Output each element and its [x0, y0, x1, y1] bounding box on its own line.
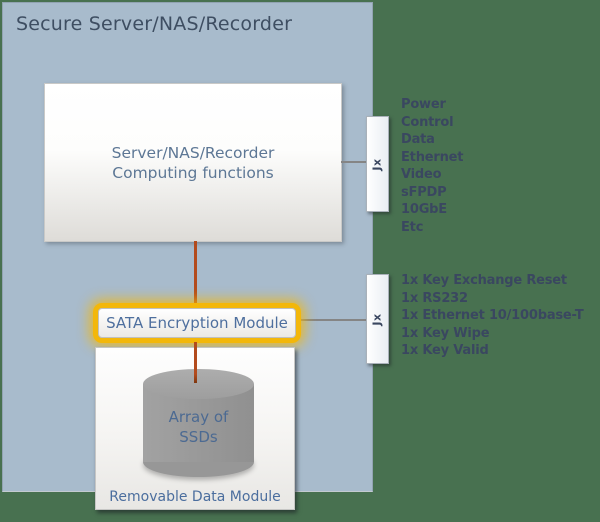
- interface-item: Ethernet: [401, 149, 464, 165]
- sata-encryption-module-label: SATA Encryption Module: [106, 314, 288, 332]
- jx-connector-top-label: Jx: [370, 157, 384, 171]
- interface-item: 1x Ethernet 10/100base-T: [401, 308, 584, 323]
- jx-connector-bottom: Jx: [366, 274, 389, 364]
- interface-item: Data: [401, 132, 435, 147]
- interfaces-top-list: Power Control Data Ethernet Video sFPDP …: [401, 96, 463, 236]
- interface-item: 1x Key Valid: [401, 343, 489, 358]
- diagram-title: Secure Server/NAS/Recorder: [16, 13, 293, 35]
- removable-data-module-label: Removable Data Module: [109, 489, 281, 505]
- computing-functions-box: Server/NAS/Recorder Computing functions: [44, 83, 342, 242]
- interface-item: Etc: [401, 219, 424, 235]
- interface-item: 1x Key Wipe: [401, 325, 490, 341]
- sata-data-line-upper: [194, 241, 197, 303]
- interface-item: Power: [401, 97, 446, 112]
- ssd-array-label: Array of SSDs: [168, 408, 229, 446]
- interface-item: Video: [401, 167, 442, 182]
- interface-item: sFPDP: [401, 184, 447, 200]
- sata-data-line-lower: [194, 342, 197, 383]
- jx-connector-top: Jx: [366, 116, 389, 212]
- computing-functions-label: Server/NAS/Recorder Computing functions: [111, 143, 275, 182]
- interface-item: 1x Key Exchange Reset: [401, 273, 567, 288]
- connector-line-bottom: [299, 319, 367, 321]
- interface-item: 1x RS232: [401, 290, 468, 306]
- connector-line-top: [341, 161, 367, 163]
- interfaces-bottom-list: 1x Key Exchange Reset 1x RS232 1x Ethern…: [401, 272, 584, 360]
- interface-item: 10GbE: [401, 202, 447, 217]
- sata-encryption-module: SATA Encryption Module: [98, 308, 296, 338]
- interface-item: Control: [401, 114, 454, 130]
- ssd-cylinder-top: [143, 369, 254, 399]
- jx-connector-bottom-label: Jx: [370, 312, 384, 326]
